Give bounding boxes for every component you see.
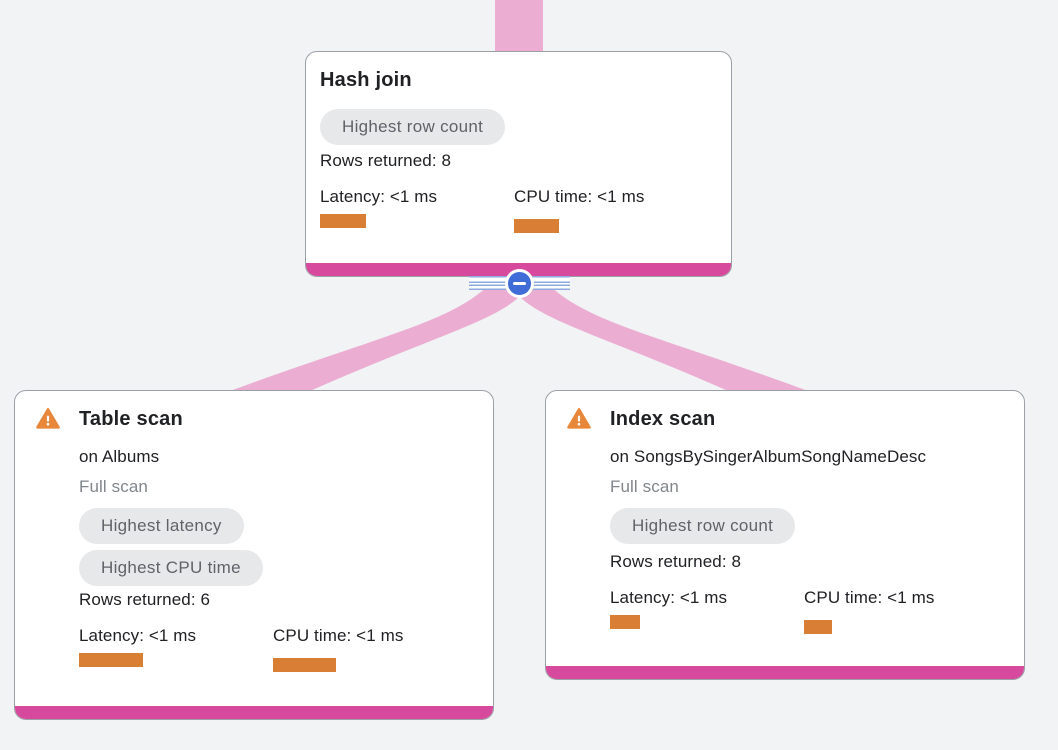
node-subtitle: on Albums [79,447,160,466]
node-accent-bar [546,666,1024,679]
metrics-row: Latency: <1 ms CPU time: <1 ms [320,185,715,233]
latency-metric: Latency: <1 ms [320,185,514,233]
scan-note: Full scan [79,477,148,496]
edge-to-index-scan [520,279,808,391]
node-table-scan[interactable]: Table scan on Albums Full scan Highest l… [14,390,494,720]
badge-highest-row-count: Highest row count [320,109,506,145]
badge-highest-row-count: Highest row count [610,508,796,544]
warning-icon [36,408,60,429]
minus-icon [513,282,526,285]
rows-returned-text: Rows returned: 6 [79,590,211,609]
latency-label: Latency: <1 ms [79,626,197,645]
latency-label: Latency: <1 ms [610,588,728,607]
latency-metric: Latency: <1 ms [79,624,273,672]
edge-from-parent [495,0,543,53]
badge-highest-latency: Highest latency [79,508,244,544]
latency-bar [320,214,366,228]
node-accent-bar [15,706,493,719]
metrics-row: Latency: <1 ms CPU time: <1 ms [79,624,477,672]
rows-returned-text: Rows returned: 8 [320,151,452,170]
cpu-label: CPU time: <1 ms [273,626,404,645]
node-subtitle: on SongsBySingerAlbumSongNameDesc [610,447,927,466]
node-body: Hash join Highest row count Rows returne… [306,52,731,233]
cpu-bar [804,620,832,634]
badge-list: Highest row count [610,508,1008,544]
edge-to-table-scan [230,279,519,391]
cpu-label: CPU time: <1 ms [804,588,935,607]
collapse-control [469,269,570,298]
latency-metric: Latency: <1 ms [610,586,804,634]
node-title: Table scan [79,408,183,430]
cpu-bar [514,219,559,233]
node-hash-join[interactable]: Hash join Highest row count Rows returne… [305,51,732,277]
badge-list: Highest latency Highest CPU time [79,508,477,586]
cpu-metric: CPU time: <1 ms [514,185,708,233]
cpu-bar [273,658,336,672]
cpu-metric: CPU time: <1 ms [804,586,998,634]
cpu-label: CPU time: <1 ms [514,187,645,206]
node-title: Index scan [610,408,716,430]
warning-icon [567,408,591,429]
metrics-row: Latency: <1 ms CPU time: <1 ms [610,586,1008,634]
latency-bar [610,615,640,629]
rows-returned-text: Rows returned: 8 [610,552,742,571]
node-body: Table scan on Albums Full scan Highest l… [15,391,493,672]
badge-highest-cpu-time: Highest CPU time [79,550,263,586]
collapse-children-button[interactable] [505,269,534,298]
cpu-metric: CPU time: <1 ms [273,624,467,672]
latency-bar [79,653,143,667]
node-index-scan[interactable]: Index scan on SongsBySingerAlbumSongName… [545,390,1025,680]
node-title: Hash join [320,69,412,91]
latency-label: Latency: <1 ms [320,187,438,206]
scan-note: Full scan [610,477,679,496]
badge-list: Highest row count [320,109,715,145]
node-body: Index scan on SongsBySingerAlbumSongName… [546,391,1024,634]
